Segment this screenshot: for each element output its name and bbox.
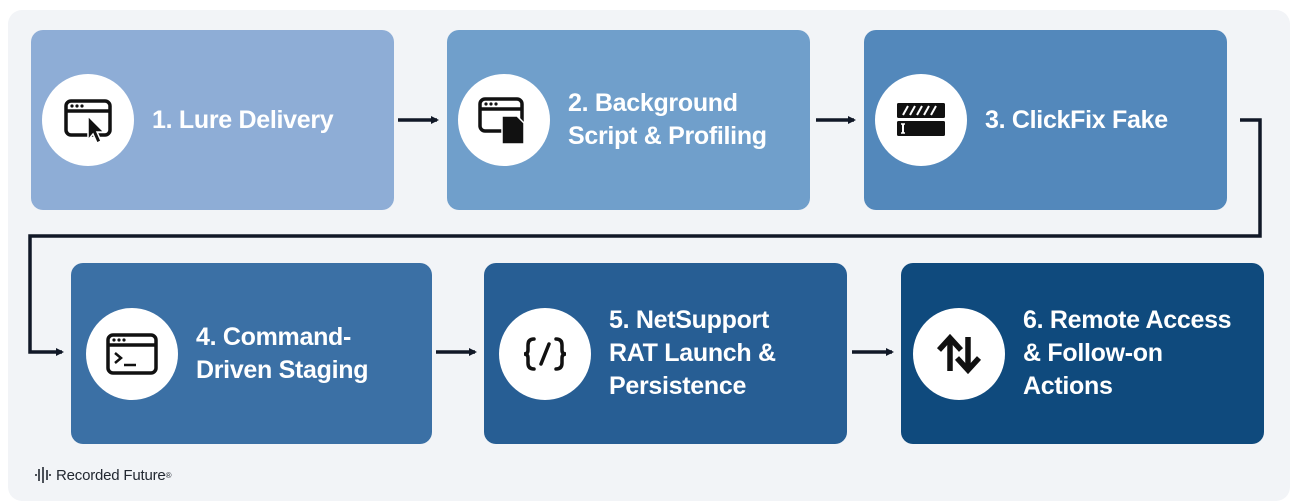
step-3-clickfix-fake: 3. ClickFix Fake [864,30,1227,210]
browser-document-icon [458,74,550,166]
step-5-line-1: 5. NetSupport [609,306,769,334]
step-6-remote-access: 6. Remote Access & Follow-on Actions [901,263,1264,444]
up-down-arrows-icon [913,307,1005,400]
step-5-line-2: RAT Launch & [609,339,776,367]
step-4-line-1: 4. Command- [196,322,352,351]
step-3-line-1: 3. ClickFix Fake [985,105,1168,134]
step-6-line-3: Actions [1023,372,1113,400]
step-1-lure-delivery: 1. Lure Delivery [31,30,394,210]
recorded-future-logo: Recorded Future® [33,466,171,484]
terminal-window-icon [86,307,178,400]
brand-name: Recorded Future [56,466,166,484]
code-braces-icon [499,307,591,400]
step-6-label: 6. Remote Access & Follow-on Actions [1023,304,1232,403]
browser-cursor-icon [42,74,134,166]
step-1-label: 1. Lure Delivery [152,104,334,137]
step-5-line-3: Persistence [609,372,747,400]
step-3-label: 3. ClickFix Fake [985,104,1168,137]
step-6-line-2: & Follow-on [1023,339,1163,367]
step-4-line-2: Driven Staging [196,355,369,384]
brand-registered-mark: ® [165,470,172,480]
fake-captcha-window-icon [875,74,967,166]
step-2-line-1: 2. Background [568,89,738,117]
step-6-line-1: 6. Remote Access [1023,306,1232,334]
step-1-line-1: 1. Lure Delivery [152,105,334,134]
step-5-netsupport-rat: 5. NetSupport RAT Launch & Persistence [484,263,847,444]
step-2-line-2: Script & Profiling [568,122,767,150]
step-5-label: 5. NetSupport RAT Launch & Persistence [609,304,776,403]
step-2-background-script: 2. Background Script & Profiling [447,30,810,210]
step-4-label: 4. Command- Driven Staging [196,321,369,387]
recorded-future-mark-icon [35,467,51,483]
step-4-command-driven-staging: 4. Command- Driven Staging [71,263,432,444]
step-2-label: 2. Background Script & Profiling [568,87,767,153]
